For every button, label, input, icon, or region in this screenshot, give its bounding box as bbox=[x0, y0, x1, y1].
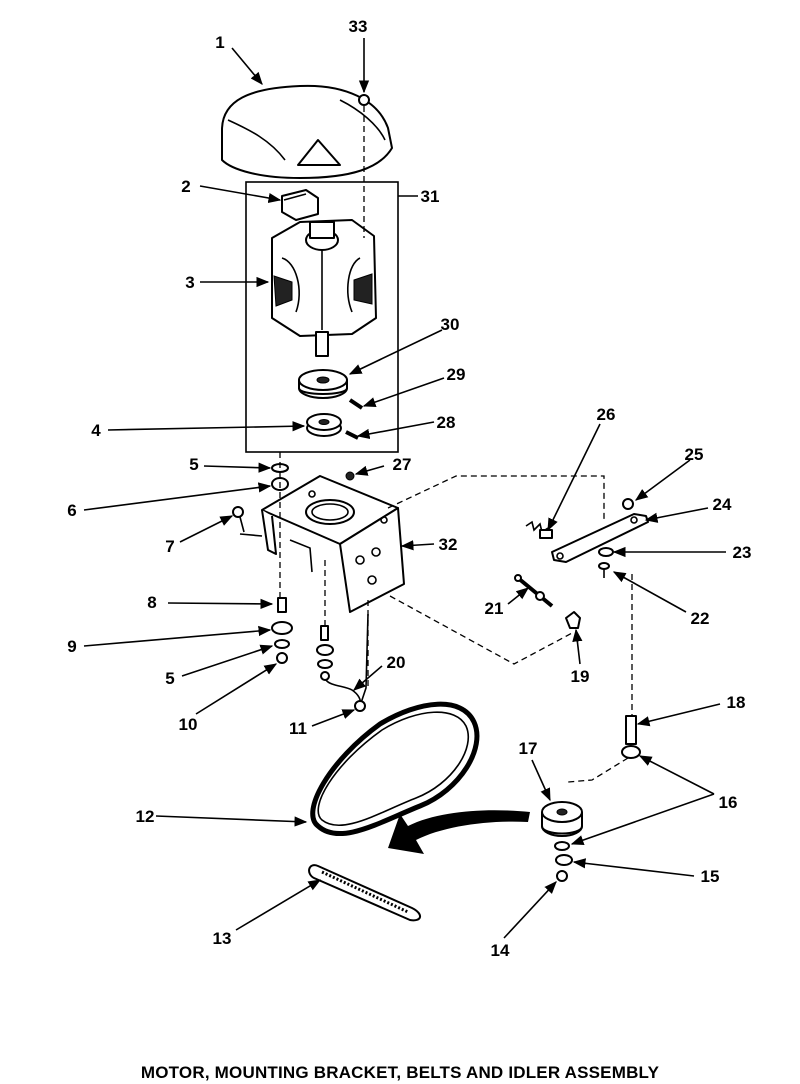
callout-14: 14 bbox=[491, 941, 510, 960]
washer bbox=[317, 659, 333, 669]
clip-19 bbox=[565, 611, 581, 629]
set-screw-28 bbox=[345, 430, 359, 440]
callout-30: 30 bbox=[441, 315, 460, 334]
stud bbox=[320, 625, 329, 641]
callout-26: 26 bbox=[597, 405, 616, 424]
toothed-belt bbox=[308, 864, 421, 922]
callout-5-lower: 5 bbox=[165, 669, 174, 688]
bushing-9 bbox=[271, 621, 293, 635]
callout-19: 19 bbox=[571, 667, 590, 686]
callout-12: 12 bbox=[136, 807, 155, 826]
callout-5-upper: 5 bbox=[189, 455, 198, 474]
callout-11: 11 bbox=[289, 719, 307, 738]
callout-10: 10 bbox=[179, 715, 198, 734]
callout-6: 6 bbox=[67, 501, 76, 520]
callout-15: 15 bbox=[701, 867, 720, 886]
drive-belt bbox=[310, 701, 480, 837]
callout-27: 27 bbox=[393, 455, 412, 474]
callout-18: 18 bbox=[727, 693, 746, 712]
bushing bbox=[316, 644, 334, 656]
page-title: MOTOR, MOUNTING BRACKET, BELTS AND IDLER… bbox=[140, 1063, 660, 1082]
mounting-bracket bbox=[239, 475, 405, 613]
callout-2: 2 bbox=[181, 177, 190, 196]
screw-22 bbox=[598, 562, 610, 578]
stud-8 bbox=[277, 597, 287, 613]
washer-15 bbox=[555, 854, 573, 866]
nut-25 bbox=[622, 498, 634, 510]
washer-23 bbox=[598, 547, 614, 557]
callout-28: 28 bbox=[437, 413, 456, 432]
rotation-arrow bbox=[388, 810, 530, 854]
nut-27 bbox=[345, 471, 355, 481]
set-screw-29 bbox=[348, 398, 364, 410]
idler-pulley bbox=[541, 801, 583, 837]
callout-7: 7 bbox=[165, 537, 174, 556]
callout-23: 23 bbox=[733, 543, 752, 562]
nut-33 bbox=[358, 94, 370, 106]
washer-16-lower bbox=[554, 841, 570, 851]
spring-26 bbox=[525, 520, 553, 539]
washer-5-lower bbox=[274, 639, 290, 649]
callout-3: 3 bbox=[185, 273, 194, 292]
motor-cover bbox=[221, 84, 393, 179]
callout-22: 22 bbox=[691, 609, 710, 628]
motor-pulley bbox=[298, 369, 348, 399]
small-pulley bbox=[306, 413, 342, 437]
callout-33: 33 bbox=[349, 17, 368, 36]
callout-8: 8 bbox=[147, 593, 156, 612]
nut-10 bbox=[276, 652, 288, 664]
callout-16: 16 bbox=[719, 793, 738, 812]
callout-24: 24 bbox=[713, 495, 732, 514]
callout-32: 32 bbox=[439, 535, 458, 554]
idler-stud bbox=[625, 715, 637, 745]
callout-17: 17 bbox=[519, 739, 538, 758]
screw-7 bbox=[232, 506, 245, 533]
callout-labels: 1 2 3 4 5 6 7 8 9 5 10 11 12 13 14 15 16… bbox=[67, 17, 751, 960]
callout-1: 1 bbox=[215, 33, 224, 52]
washer-16-upper bbox=[621, 745, 641, 759]
thermal-protector bbox=[281, 189, 319, 221]
callout-31: 31 bbox=[421, 187, 440, 206]
drive-motor bbox=[271, 219, 377, 357]
callout-21: 21 bbox=[485, 599, 504, 618]
nut bbox=[320, 671, 330, 681]
callout-13: 13 bbox=[213, 929, 232, 948]
callout-9: 9 bbox=[67, 637, 76, 656]
leader-lines bbox=[83, 38, 726, 939]
callout-29: 29 bbox=[447, 365, 466, 384]
idler-shaft bbox=[514, 574, 554, 608]
callout-20: 20 bbox=[387, 653, 406, 672]
callout-25: 25 bbox=[685, 445, 704, 464]
callout-4: 4 bbox=[91, 421, 101, 440]
nut-14 bbox=[556, 870, 568, 882]
motor-assembly-outline bbox=[245, 181, 399, 453]
